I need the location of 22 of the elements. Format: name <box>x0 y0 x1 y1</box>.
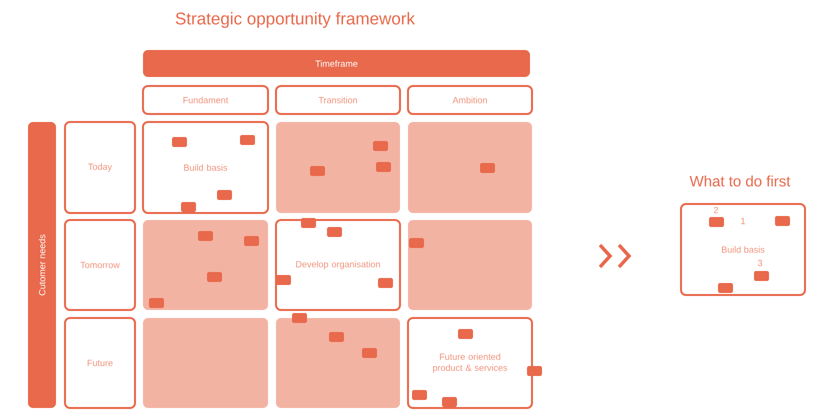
header-box: Tomorrow <box>64 219 136 311</box>
shaded-cell <box>408 122 532 213</box>
shaded-cell <box>276 318 400 408</box>
focus-cell: Develop organisation <box>275 219 401 311</box>
title: Strategic opportunity framework <box>176 12 415 28</box>
heading: What to do first <box>690 176 790 186</box>
shaded-cell <box>143 318 268 408</box>
shaded-cell <box>143 220 268 310</box>
shaded-cell <box>276 122 400 213</box>
header-box: Ambition <box>407 85 533 115</box>
priority-number: 1 <box>741 218 746 224</box>
focus-cell: Future oriented product & services <box>407 317 533 409</box>
header-box: Fundament <box>142 85 269 115</box>
customer-needs-band: Cutomer needs <box>28 122 56 408</box>
header-box: Transition <box>275 85 401 115</box>
timeframe-band: Timeframe <box>143 50 530 77</box>
priority-number: 2 <box>714 206 718 214</box>
priority-number: 3 <box>758 260 762 266</box>
shaded-cell <box>408 220 532 310</box>
header-box: Today <box>64 121 136 214</box>
focus-cell: Build basis <box>142 121 269 214</box>
header-box: Future <box>64 317 136 409</box>
